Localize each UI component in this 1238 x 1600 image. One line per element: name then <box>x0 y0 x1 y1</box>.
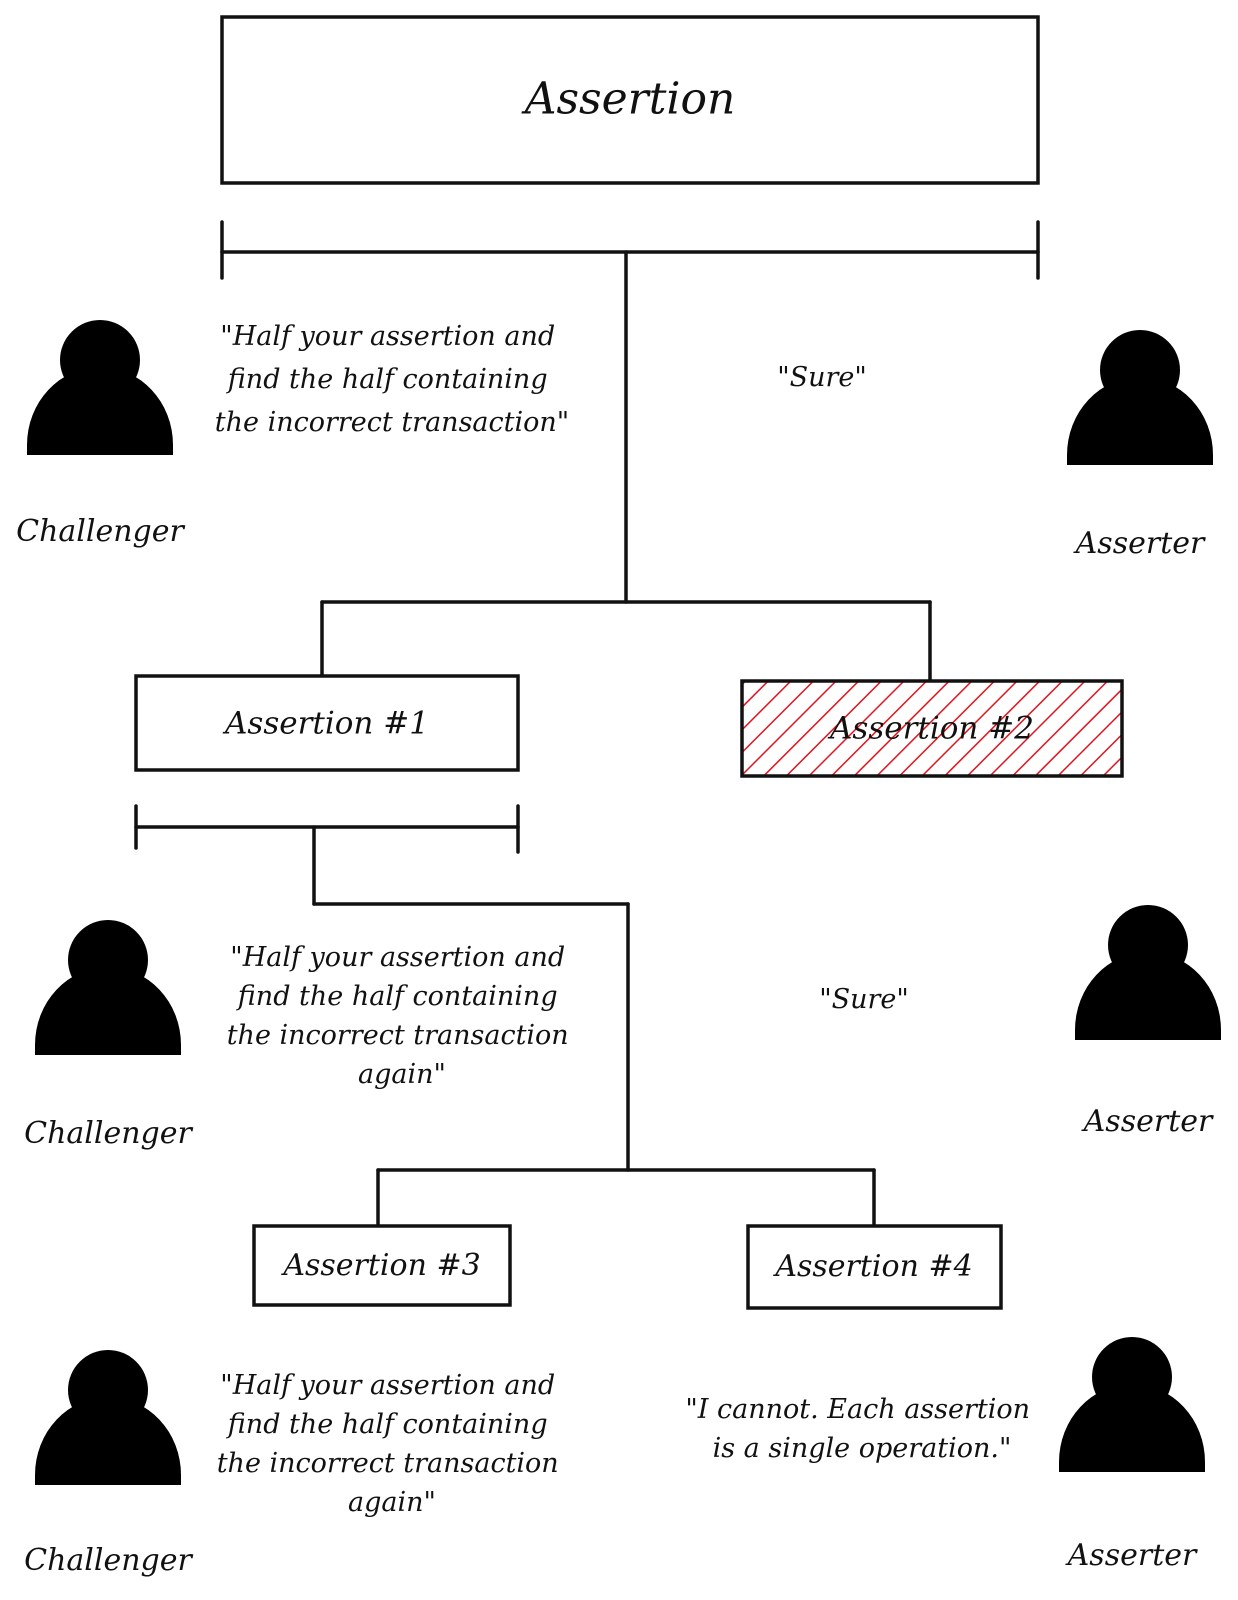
assertion-1-box: Assertion #1 <box>134 674 520 772</box>
assertion-3-box: Assertion #3 <box>252 1224 512 1307</box>
bracket-assertion-1-span <box>134 804 520 854</box>
asserter-1-role: Asserter <box>1073 526 1206 561</box>
bracket-root-span <box>220 220 1040 280</box>
assertion-1-label: Assertion #1 <box>222 706 429 742</box>
person-icon <box>1075 905 1221 1040</box>
challenger-1-speech: "Half your assertion and find the half c… <box>215 321 569 438</box>
person-icon <box>1067 330 1213 465</box>
connector-level2 <box>312 825 876 1228</box>
challenger-1-role: Challenger <box>16 514 185 549</box>
challenger-3-speech: "Half your assertion and find the half c… <box>217 1370 568 1518</box>
person-icon <box>27 320 173 455</box>
asserter-2-speech: "Sure" <box>819 984 909 1015</box>
asserter-3-role: Asserter <box>1065 1538 1198 1573</box>
asserter-2-role: Asserter <box>1081 1104 1214 1139</box>
assertion-3-label: Assertion #3 <box>280 1248 480 1283</box>
asserter-2: Asserter <box>1075 905 1221 1139</box>
connector-level1 <box>320 250 932 682</box>
assertion-2-label: Assertion #2 <box>827 711 1034 747</box>
challenger-2-role: Challenger <box>24 1116 193 1151</box>
assertion-4-box: Assertion #4 <box>746 1224 1003 1310</box>
root-assertion-label: Assertion <box>521 74 736 125</box>
challenger-3: Challenger <box>24 1350 194 1578</box>
asserter-1-speech: "Sure" <box>777 362 867 393</box>
asserter-3: Asserter <box>1059 1337 1205 1573</box>
challenger-1: Challenger <box>16 320 186 549</box>
root-assertion: Assertion <box>220 15 1040 185</box>
assertion-4-label: Assertion #4 <box>772 1249 972 1284</box>
person-icon <box>1059 1337 1205 1472</box>
assertion-2-box: Assertion #2 <box>740 679 1124 778</box>
person-icon <box>35 1350 181 1485</box>
challenger-2-speech: "Half your assertion and find the half c… <box>227 942 578 1090</box>
challenger-2: Challenger <box>24 920 194 1151</box>
asserter-1: Asserter <box>1067 330 1213 561</box>
person-icon <box>35 920 181 1055</box>
challenger-3-role: Challenger <box>24 1543 193 1578</box>
asserter-3-speech: "I cannot. Each assertion is a single op… <box>685 1394 1038 1464</box>
